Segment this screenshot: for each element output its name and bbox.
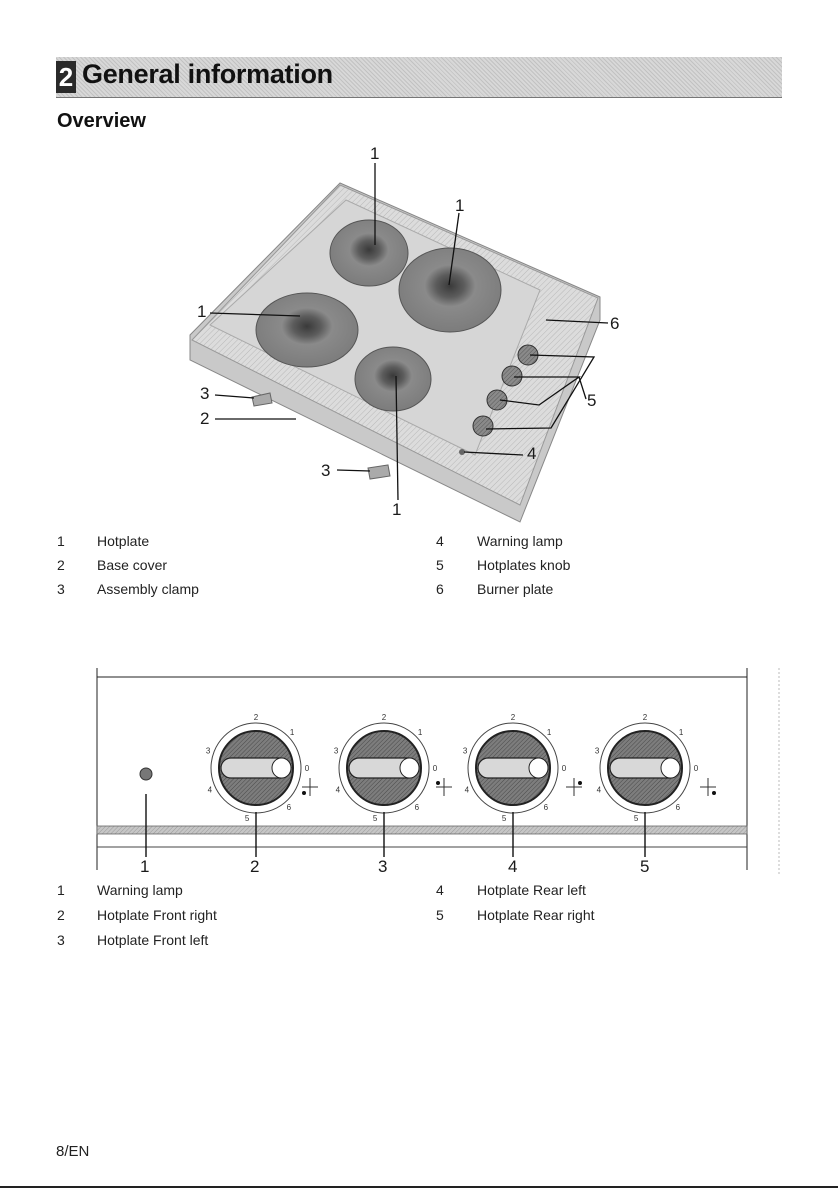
- legend-label: Assembly clamp: [97, 581, 199, 597]
- dial-mark-label: 6: [287, 803, 292, 812]
- dial-mark-label: 3: [334, 747, 339, 756]
- legend-label: Warning lamp: [477, 533, 563, 549]
- dial-mark-label: 3: [595, 747, 600, 756]
- dial-mark-label: 4: [336, 786, 341, 795]
- footer-rule: [0, 1186, 838, 1188]
- dial-mark-label: 0: [694, 764, 699, 773]
- callout-hotplate-rear-right: 1: [455, 196, 464, 216]
- callout-front-right: 2: [250, 857, 259, 877]
- hotplate-front-left: [256, 293, 358, 367]
- legend-number: 1: [57, 882, 65, 898]
- dial-mark-label: 0: [562, 764, 567, 773]
- dial-mark-label: 3: [206, 747, 211, 756]
- knob-pointer: [529, 758, 548, 778]
- callout-hotplate-front-left: 1: [197, 302, 206, 322]
- callout-front-left: 3: [378, 857, 387, 877]
- legend-label: Hotplate Front right: [97, 907, 217, 923]
- hob-diagram: [0, 0, 838, 620]
- hotplate-front-right: [355, 347, 431, 411]
- legend-number: 2: [57, 907, 65, 923]
- assembly-clamp: [252, 393, 272, 406]
- callout-assembly-clamp-front: 3: [321, 461, 330, 481]
- legend-label: Hotplate Front left: [97, 932, 208, 948]
- callout-hotplates-knob: 5: [587, 391, 596, 411]
- callout-assembly-clamp-left: 3: [200, 384, 209, 404]
- legend-number: 1: [57, 533, 65, 549]
- page-number: 8/EN: [56, 1143, 89, 1160]
- dial-mark-label: 2: [511, 713, 516, 722]
- dial-mark-label: 1: [679, 728, 684, 737]
- legend-label: Hotplate Rear right: [477, 907, 595, 923]
- hotplate-rear-left: [330, 220, 408, 286]
- assembly-clamp: [368, 465, 390, 479]
- warning-lamp-icon: [140, 768, 152, 780]
- dial-mark-label: 2: [643, 713, 648, 722]
- dial-mark-label: 1: [290, 728, 295, 737]
- hotplate-knob: 0 1 2 3 4 5 6: [463, 713, 582, 823]
- dial-mark-label: 0: [305, 764, 310, 773]
- knob-pointer: [400, 758, 419, 778]
- dial-mark-label: 1: [547, 728, 552, 737]
- callout-warning-lamp: 1: [140, 857, 149, 877]
- legend-label: Hotplate Rear left: [477, 882, 586, 898]
- callout-burner-plate: 6: [610, 314, 619, 334]
- dial-mark-label: 2: [254, 713, 259, 722]
- legend-number: 6: [436, 581, 444, 597]
- position-symbol-dot: [712, 791, 716, 795]
- knob-pointer: [272, 758, 291, 778]
- dial-mark-label: 4: [208, 786, 213, 795]
- dial-mark-label: 6: [676, 803, 681, 812]
- callout-warning-lamp: 4: [527, 444, 536, 464]
- legend-label: Hotplates knob: [477, 557, 570, 573]
- control-panel-diagram: 0 1 2 3 4 5 6 0 1 2 3 4 5 6 0 1 2 3 4 5 6 0 1 2 3 4 5 6: [0, 660, 838, 880]
- hotplate-knob: 0 1 2 3 4 5 6: [206, 713, 318, 823]
- legend-number: 4: [436, 882, 444, 898]
- legend-label: Warning lamp: [97, 882, 183, 898]
- knob: [473, 416, 493, 436]
- dial-mark-label: 0: [433, 764, 438, 773]
- position-symbol-dot: [436, 781, 440, 785]
- position-symbol-dot: [302, 791, 306, 795]
- dial-mark-label: 6: [415, 803, 420, 812]
- dial-mark-label: 5: [373, 814, 378, 823]
- legend-number: 2: [57, 557, 65, 573]
- dial-mark-label: 5: [634, 814, 639, 823]
- legend-number: 3: [57, 581, 65, 597]
- dial-mark-label: 5: [245, 814, 250, 823]
- hotplate-rear-right: [399, 248, 501, 332]
- callout-rear-right: 5: [640, 857, 649, 877]
- legend-number: 4: [436, 533, 444, 549]
- dial-mark-label: 2: [382, 713, 387, 722]
- callout-hotplate-front-right: 1: [392, 500, 401, 520]
- dial-mark-label: 5: [502, 814, 507, 823]
- dial-mark-label: 3: [463, 747, 468, 756]
- legend-label: Burner plate: [477, 581, 553, 597]
- dial-mark-label: 4: [597, 786, 602, 795]
- legend-number: 3: [57, 932, 65, 948]
- callout-rear-left: 4: [508, 857, 517, 877]
- callout-base-cover: 2: [200, 409, 209, 429]
- dial-mark-label: 4: [465, 786, 470, 795]
- callout-hotplate-rear-left: 1: [370, 144, 379, 164]
- hotplate-knob: 0 1 2 3 4 5 6: [334, 713, 452, 823]
- panel-trim-strip: [97, 826, 747, 834]
- hotplate-knob: 0 1 2 3 4 5 6: [595, 713, 716, 823]
- knob: [502, 366, 522, 386]
- legend-label: Hotplate: [97, 533, 149, 549]
- knob-pointer: [661, 758, 680, 778]
- legend-number: 5: [436, 557, 444, 573]
- dial-mark-label: 1: [418, 728, 423, 737]
- legend-label: Base cover: [97, 557, 167, 573]
- legend-number: 5: [436, 907, 444, 923]
- dial-mark-label: 6: [544, 803, 549, 812]
- position-symbol-dot: [578, 781, 582, 785]
- knobs: 0 1 2 3 4 5 6 0 1 2 3 4 5 6 0 1 2 3 4 5 6 0 1 2 3 4 5 6: [206, 713, 716, 823]
